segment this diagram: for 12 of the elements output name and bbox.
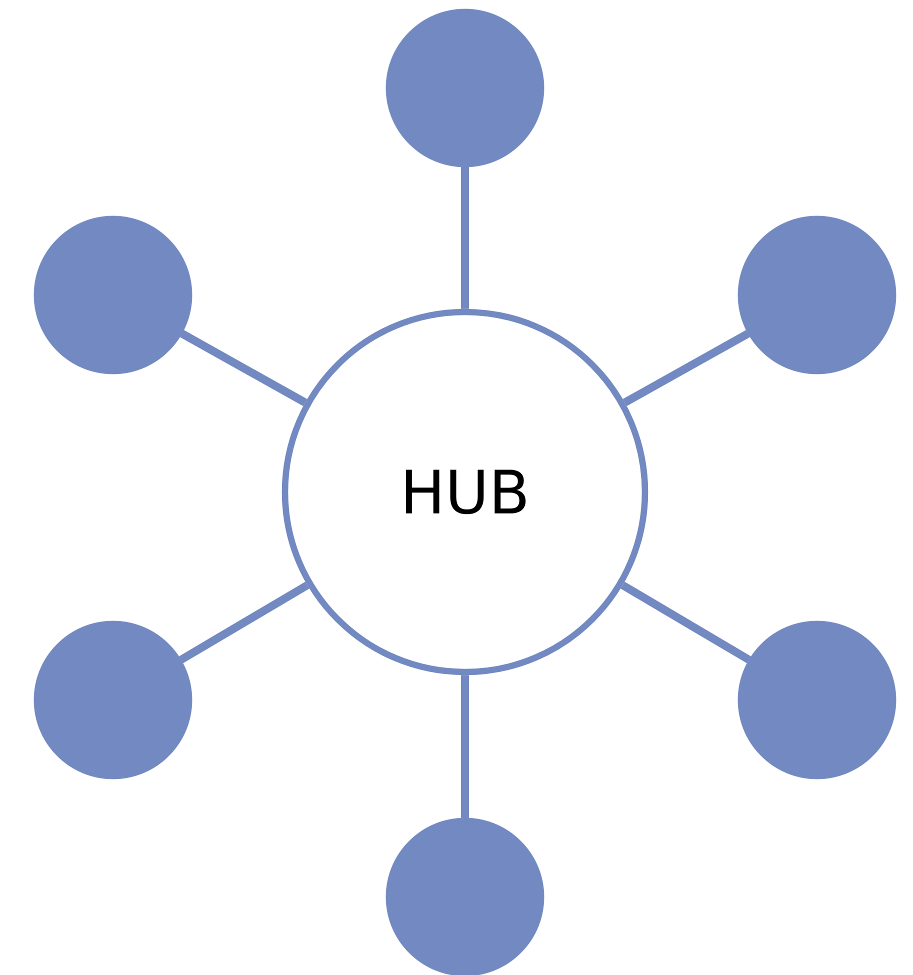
circle xyxy=(386,818,544,975)
connector-line xyxy=(180,330,308,406)
circle xyxy=(738,620,896,780)
connector-line xyxy=(460,675,470,818)
connector-line xyxy=(460,167,470,309)
circle xyxy=(34,216,192,374)
circle xyxy=(738,216,896,374)
connector-line xyxy=(622,330,750,406)
circle xyxy=(386,8,544,168)
connector-line xyxy=(620,582,752,664)
connector-line xyxy=(178,582,310,664)
circle xyxy=(34,620,192,780)
